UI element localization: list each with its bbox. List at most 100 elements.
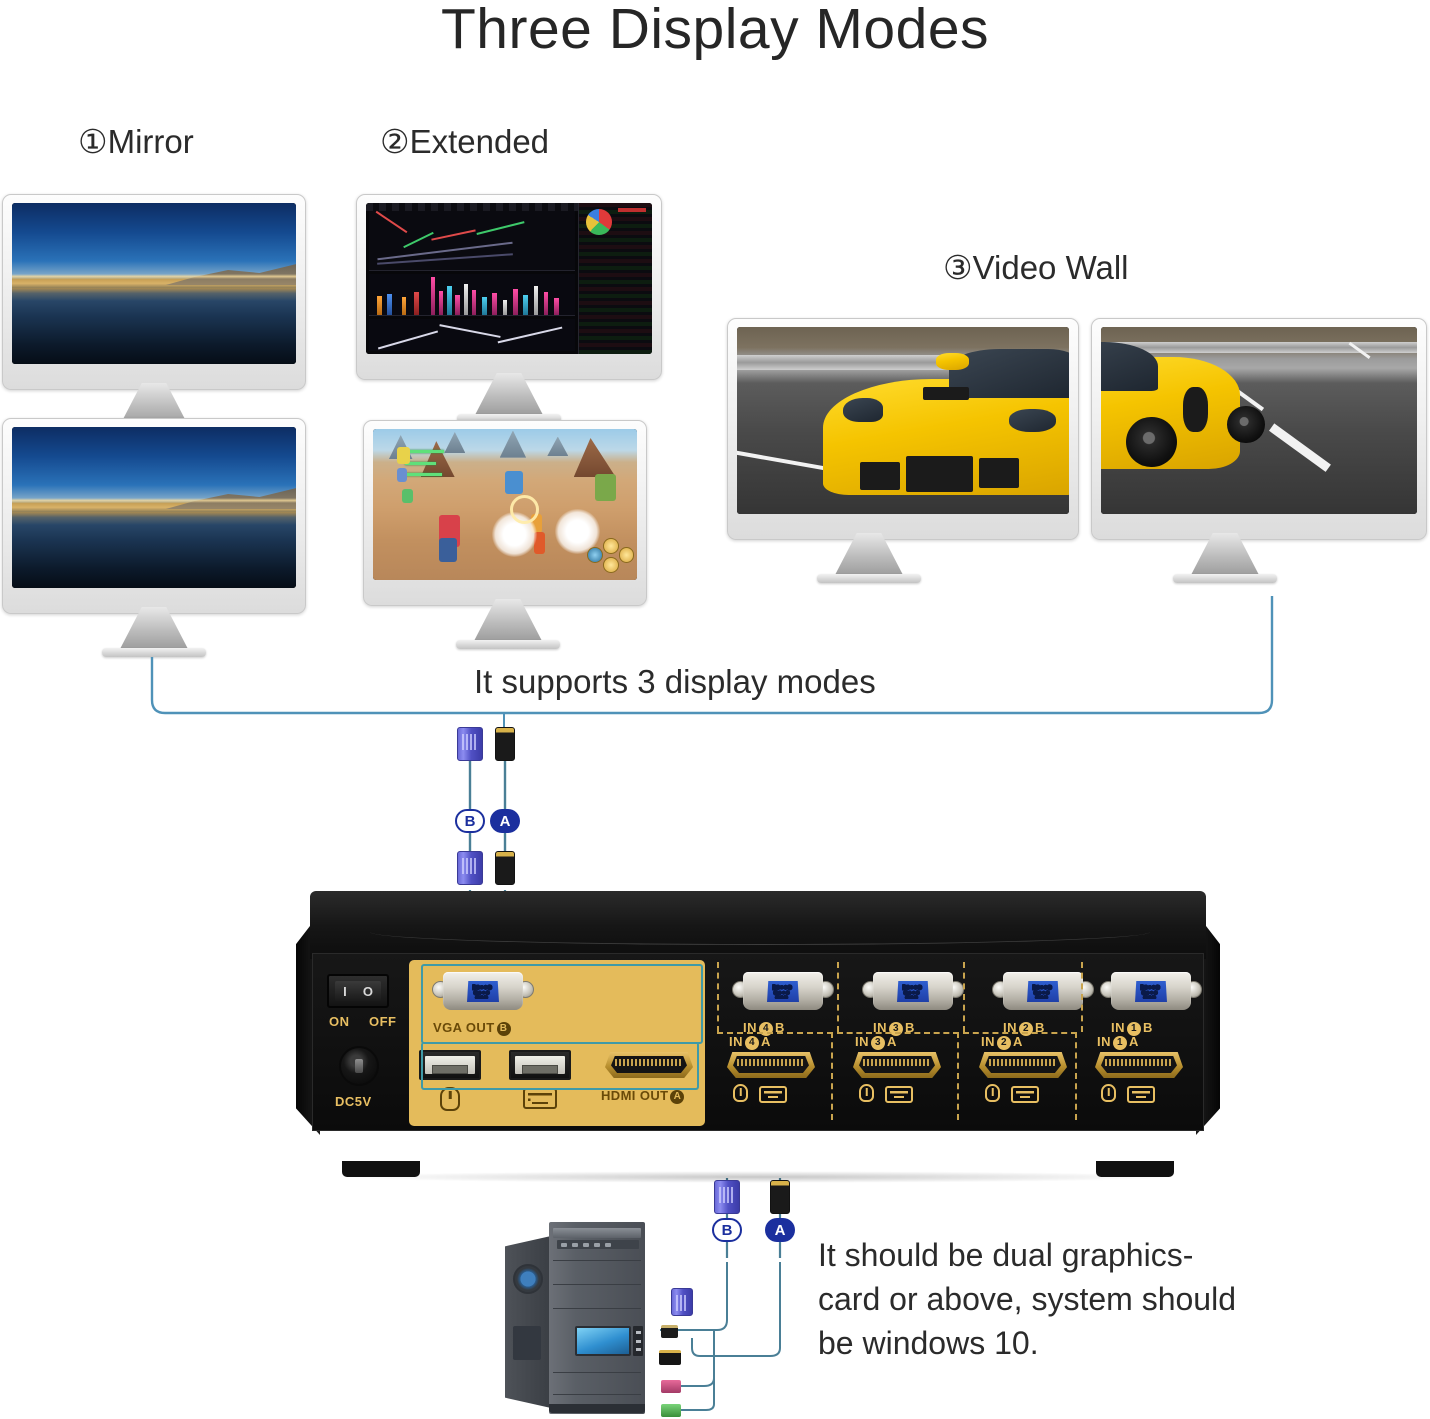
power-rocker[interactable]: I O — [335, 981, 381, 1001]
hdmi-in-2-port[interactable] — [979, 1052, 1067, 1078]
hdmi-in-1-port[interactable] — [1095, 1052, 1183, 1078]
hdmi-in-4-port[interactable] — [727, 1052, 815, 1078]
terminal-candlestick-chart — [368, 210, 575, 271]
pc-vga-cable-head — [671, 1288, 693, 1316]
channel-divider-1-top — [1081, 962, 1083, 1032]
vga-blue-insert — [467, 981, 499, 1002]
hdmi-out-badge: A — [670, 1089, 685, 1104]
scene-wheel-rear — [1227, 405, 1266, 444]
vga-out-text: VGA OUT — [433, 1020, 495, 1035]
mode-number-2: ② — [380, 123, 410, 160]
mode-text-2: Extended — [409, 123, 550, 160]
usb-inner — [515, 1056, 565, 1074]
usb-keyboard-port[interactable] — [509, 1050, 571, 1080]
usb-tongue — [432, 1065, 468, 1074]
pc-port-power-led — [605, 1242, 611, 1247]
device-foot-left — [342, 1161, 420, 1177]
pc-lcd-button-1[interactable] — [635, 1331, 641, 1335]
mouse-icon-in-4 — [733, 1084, 748, 1102]
pc-port-usb-1[interactable] — [561, 1242, 567, 1247]
monitor-screen-car-right — [1101, 327, 1417, 514]
caption-supports-modes: It supports 3 display modes — [474, 663, 876, 700]
pc-lcd-display — [575, 1326, 631, 1356]
scene-road-dash-2 — [1269, 423, 1331, 472]
monitor-screen-lake — [12, 203, 296, 364]
channel-divider-4-bot — [831, 1032, 833, 1120]
pc-hdmi-cable-head — [659, 1350, 681, 1365]
scene-water-reflection — [12, 288, 296, 302]
pc-lcd-buttons[interactable] — [633, 1326, 643, 1356]
pc-bay-seam-1 — [553, 1260, 641, 1261]
pc-port-usb-2[interactable] — [572, 1242, 578, 1247]
channel-link-2 — [963, 1032, 1077, 1034]
switch-mark-off: O — [362, 983, 373, 999]
hdmi-in-3-port[interactable] — [853, 1052, 941, 1078]
pc-front-ports[interactable] — [557, 1240, 639, 1249]
scene-water-reflection — [12, 512, 296, 526]
scene-grille-center — [906, 456, 973, 492]
pc-lcd-button-2[interactable] — [635, 1339, 641, 1343]
scene-horizon-glow — [12, 497, 296, 503]
scene-lake-landscape — [12, 203, 296, 364]
vga-in-3-port[interactable] — [861, 970, 965, 1012]
monitor-base — [817, 574, 921, 583]
monitor-videowall-left — [727, 318, 1079, 540]
vga-in-4-port[interactable] — [731, 970, 835, 1012]
scene-game-desert — [373, 429, 637, 580]
mode-label-extended: ②Extended — [380, 122, 549, 161]
hdmi-out-text: HDMI OUT — [601, 1088, 669, 1103]
keyboard-spacebar — [532, 1101, 548, 1104]
channel-divider-2-bot — [1075, 1032, 1077, 1120]
pc-usb-cable-head — [661, 1325, 678, 1338]
pc-base — [549, 1404, 645, 1413]
channel-divider-2-top — [963, 962, 965, 1032]
keyboard-icon — [523, 1088, 557, 1109]
channel-divider-3-top — [837, 962, 839, 1032]
monitor-base — [102, 648, 206, 657]
pc-bay-seam-3 — [553, 1308, 641, 1309]
pc-side-fan — [513, 1264, 543, 1294]
usb-mouse-port[interactable] — [419, 1050, 481, 1080]
vga-in-2-port[interactable] — [991, 970, 1095, 1012]
scene-sportscar-right — [1101, 327, 1417, 514]
keyboard-icon-in-4 — [759, 1086, 787, 1103]
pc-side-vent — [513, 1326, 541, 1360]
switch-mark-on: I — [343, 983, 347, 999]
dc-power-jack[interactable] — [339, 1046, 379, 1086]
mode-label-video-wall: ③Video Wall — [943, 248, 1129, 287]
power-switch[interactable]: I O — [327, 974, 389, 1008]
scene-windshield — [949, 349, 1069, 399]
pc-lcd-button-3[interactable] — [635, 1347, 641, 1351]
pc-bay-seam-2 — [553, 1284, 641, 1285]
pc-port-audio-2[interactable] — [594, 1242, 600, 1247]
vga-in-1-port[interactable] — [1099, 970, 1203, 1012]
hdmi-out-port[interactable] — [605, 1052, 693, 1078]
monitor-screen-lake — [12, 427, 296, 588]
desktop-pc-tower — [505, 1222, 655, 1419]
dc-power-label: DC5V — [335, 1094, 372, 1109]
terminal-active-tab — [617, 207, 647, 213]
monitor-screen-game — [373, 429, 637, 580]
mode-text-3: Video Wall — [972, 249, 1129, 286]
output-highlight-hdmi — [421, 1042, 699, 1090]
monitor-mirror-top — [2, 194, 306, 390]
vga-connector-bottom-b — [457, 851, 483, 885]
vga-shell — [443, 972, 523, 1010]
monitor-screen-car-left — [737, 327, 1069, 514]
scene-grille-right — [979, 457, 1020, 488]
vga-out-port[interactable] — [431, 970, 535, 1012]
mouse-icon-in-2 — [985, 1084, 1000, 1102]
monitor-base — [1173, 574, 1277, 583]
hdmi-connector-bottom-a — [495, 851, 515, 885]
scene-horizon-glow — [12, 273, 296, 279]
pc-port-audio-1[interactable] — [583, 1242, 589, 1247]
monitor-extended-bottom — [363, 420, 647, 606]
pc-bay-seam-4 — [553, 1372, 641, 1373]
channel-link-3 — [837, 1032, 959, 1034]
